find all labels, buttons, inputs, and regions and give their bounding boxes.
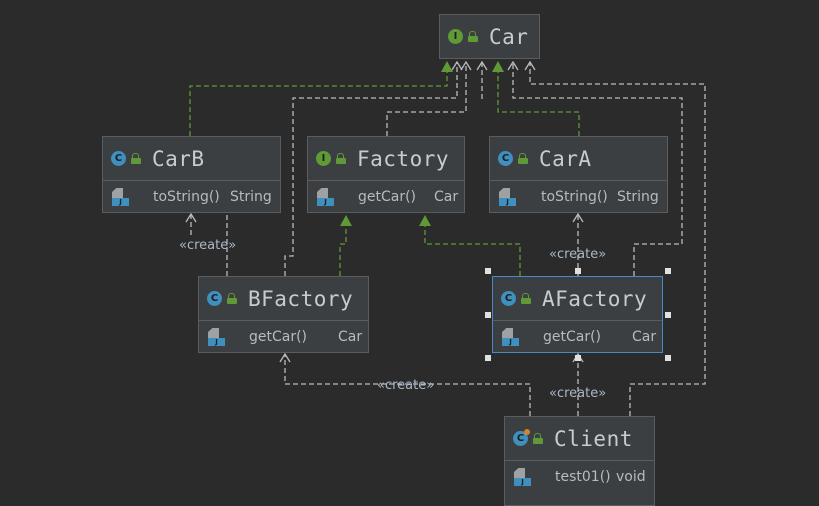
node-cara-title: CarA xyxy=(539,146,592,171)
method-return-type: String xyxy=(230,189,272,205)
edge-client-creates-bfactory[interactable] xyxy=(284,354,531,416)
class-icon: C xyxy=(207,291,222,306)
dependency-arrowhead xyxy=(279,352,291,363)
resize-handle-bottom-right[interactable] xyxy=(665,355,671,361)
edge-label-bfactory-create: «create» xyxy=(377,378,435,393)
dependency-arrowhead xyxy=(451,60,463,71)
node-car-header: I Car xyxy=(440,15,539,58)
method-return-type: Car xyxy=(338,329,363,345)
node-cara-header: C CarA xyxy=(490,137,667,181)
node-factory-method-row[interactable]: J getCar() Car xyxy=(308,181,464,213)
realization-arrowhead xyxy=(492,61,504,72)
resize-handle-bottom-left[interactable] xyxy=(485,355,491,361)
resize-handle-left[interactable] xyxy=(485,312,491,318)
class-icon: C xyxy=(501,291,516,306)
edge-label-afactory-create: «create» xyxy=(549,386,607,401)
public-lock-icon xyxy=(131,153,142,164)
node-client-method-row[interactable]: J test01() void xyxy=(505,461,654,493)
method-return-type: Car xyxy=(632,329,657,345)
node-carb-title: CarB xyxy=(152,146,205,171)
dependency-arrowhead xyxy=(476,60,488,71)
node-bfactory-header: C BFactory xyxy=(199,277,368,321)
realization-arrowhead xyxy=(340,215,352,226)
public-lock-icon xyxy=(518,153,529,164)
node-client-title: Client xyxy=(554,426,633,451)
dependency-arrowhead xyxy=(507,60,519,71)
edge-bfactory-uses-car[interactable] xyxy=(284,62,458,276)
resize-handle-right[interactable] xyxy=(665,312,671,318)
dependency-arrowhead xyxy=(572,212,584,223)
node-client-header: C Client xyxy=(505,417,654,461)
node-afactory-header: C AFactory xyxy=(493,277,662,321)
method-name: test01() xyxy=(555,469,611,485)
resize-handle-bottom[interactable] xyxy=(575,355,581,361)
public-lock-icon xyxy=(336,153,347,164)
node-carb[interactable]: C CarB J toString() String xyxy=(102,136,281,213)
interface-icon: I xyxy=(448,29,463,44)
node-cara-method-row[interactable]: J toString() String xyxy=(490,181,667,213)
method-icon: J xyxy=(111,188,129,206)
edge-client-uses-car[interactable] xyxy=(529,62,706,416)
method-name: toString() xyxy=(153,189,220,205)
edge-label-cara-create: «create» xyxy=(549,247,607,262)
interface-icon: I xyxy=(316,151,331,166)
edge-afactory-implements-factory[interactable] xyxy=(424,226,521,276)
node-car[interactable]: I Car xyxy=(439,14,540,59)
resize-handle-top-left[interactable] xyxy=(485,268,491,274)
resize-handle-top-right[interactable] xyxy=(665,268,671,274)
method-icon: J xyxy=(207,328,225,346)
node-carb-method-row[interactable]: J toString() String xyxy=(103,181,280,213)
edge-bfactory-implements-factory[interactable] xyxy=(339,226,347,276)
node-afactory[interactable]: C AFactory J getCar() Car xyxy=(492,276,663,353)
node-carb-header: C CarB xyxy=(103,137,280,181)
node-car-title: Car xyxy=(489,24,529,49)
edge-cara-implements-car[interactable] xyxy=(497,72,580,136)
node-bfactory[interactable]: C BFactory J getCar() Car xyxy=(198,276,369,353)
edge-afactory-uses-car[interactable] xyxy=(512,62,683,276)
node-factory-title: Factory xyxy=(357,146,450,171)
public-lock-icon xyxy=(521,293,532,304)
node-afactory-method-row[interactable]: J getCar() Car xyxy=(493,321,662,353)
node-client[interactable]: C Client J test01() void xyxy=(504,416,655,506)
node-factory-header: I Factory xyxy=(308,137,464,181)
realization-arrowhead xyxy=(441,61,453,72)
method-return-type: Car xyxy=(434,189,459,205)
dependency-arrowhead xyxy=(524,60,536,71)
public-lock-icon xyxy=(468,31,479,42)
dependency-arrowhead xyxy=(572,352,584,363)
diagram-edges xyxy=(185,60,706,416)
edge-carb-implements-car[interactable] xyxy=(189,72,448,136)
node-bfactory-title: BFactory xyxy=(248,286,354,311)
edge-label-carb-create: «create» xyxy=(179,238,237,253)
method-icon: J xyxy=(316,188,334,206)
method-icon: J xyxy=(498,188,516,206)
public-lock-icon xyxy=(533,433,544,444)
method-icon: J xyxy=(501,328,519,346)
method-name: getCar() xyxy=(543,329,602,345)
class-with-main-icon: C xyxy=(513,429,530,446)
node-cara[interactable]: C CarA J toString() String xyxy=(489,136,668,213)
node-bfactory-method-row[interactable]: J getCar() Car xyxy=(199,321,368,353)
node-afactory-title: AFactory xyxy=(542,286,648,311)
method-name: getCar() xyxy=(358,189,417,205)
edge-factory-uses-car[interactable] xyxy=(386,62,467,136)
class-icon: C xyxy=(498,151,513,166)
class-icon: C xyxy=(111,151,126,166)
dependency-arrowhead xyxy=(460,60,472,71)
node-factory[interactable]: I Factory J getCar() Car xyxy=(307,136,465,213)
resize-handle-top[interactable] xyxy=(575,268,581,274)
method-name: toString() xyxy=(541,189,608,205)
realization-arrowhead xyxy=(419,215,431,226)
public-lock-icon xyxy=(227,293,238,304)
method-return-type: void xyxy=(616,469,646,485)
method-return-type: String xyxy=(617,189,659,205)
method-icon: J xyxy=(513,468,531,486)
method-name: getCar() xyxy=(249,329,308,345)
